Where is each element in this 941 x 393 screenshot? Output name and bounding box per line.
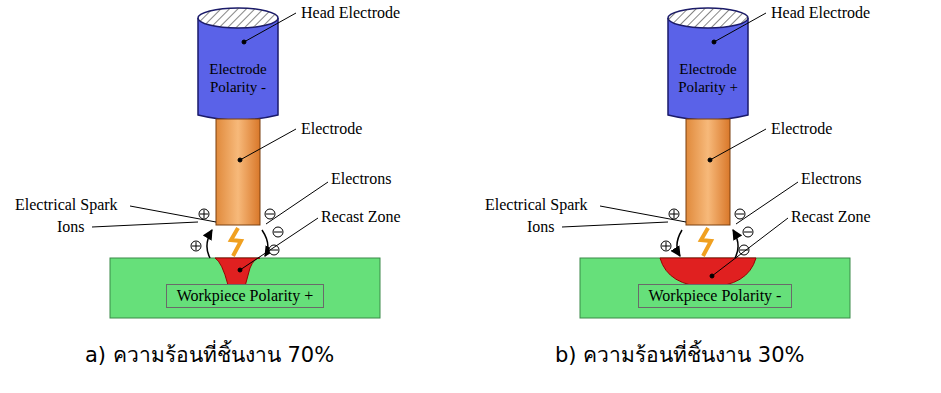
head-electrode-body: [198, 18, 278, 120]
ion-arrow: [207, 230, 212, 258]
part-label: Electrical Spark: [14, 196, 119, 214]
spark: [231, 228, 241, 256]
part-label: Recast Zone: [790, 208, 872, 226]
electrode: [216, 119, 260, 225]
part-label: Ions: [526, 218, 556, 236]
panel-b: [562, 8, 850, 318]
part-label: Electrons: [800, 170, 862, 188]
electron-symbols: [735, 209, 753, 255]
part-label: Electrode: [770, 120, 833, 138]
workpiece-block: [580, 258, 850, 318]
node-text: Workpiece Polarity -: [638, 284, 793, 308]
head-electrode: Electrode Polarity -: [198, 40, 278, 115]
recast-zone: [660, 258, 756, 287]
part-label: Head Electrode: [300, 4, 401, 22]
electron-symbols: [265, 209, 283, 255]
panel-a: [92, 8, 380, 318]
part-label: Head Electrode: [770, 4, 871, 22]
caption: a) ความร้อนที่ชิ้นงาน 70%: [85, 342, 334, 368]
part-label: Ions: [56, 218, 86, 236]
part-label: Electrical Spark: [484, 196, 589, 214]
ion-symbols: [661, 209, 679, 251]
ion-symbols: [191, 209, 209, 251]
node-text: Electrode Polarity +: [672, 60, 744, 96]
node-text: Electrode Polarity -: [202, 60, 274, 96]
leader-lines: [562, 13, 798, 278]
part-label: Recast Zone: [320, 208, 402, 226]
workpiece: Workpiece Polarity +: [110, 276, 380, 316]
part-label: Electrode: [300, 120, 363, 138]
spark: [701, 228, 711, 256]
head-electrode-body: [668, 18, 748, 120]
node-text: Workpiece Polarity +: [166, 284, 325, 308]
ion-arrow: [677, 230, 682, 256]
electron-arrow: [733, 230, 738, 258]
workpiece: Workpiece Polarity -: [580, 276, 850, 316]
caption: b) ความร้อนที่ชิ้นงาน 30%: [555, 342, 805, 368]
part-label: Electrons: [330, 170, 392, 188]
electrode: [686, 119, 730, 225]
leader-lines: [92, 13, 328, 272]
head-electrode: Electrode Polarity +: [668, 40, 748, 115]
